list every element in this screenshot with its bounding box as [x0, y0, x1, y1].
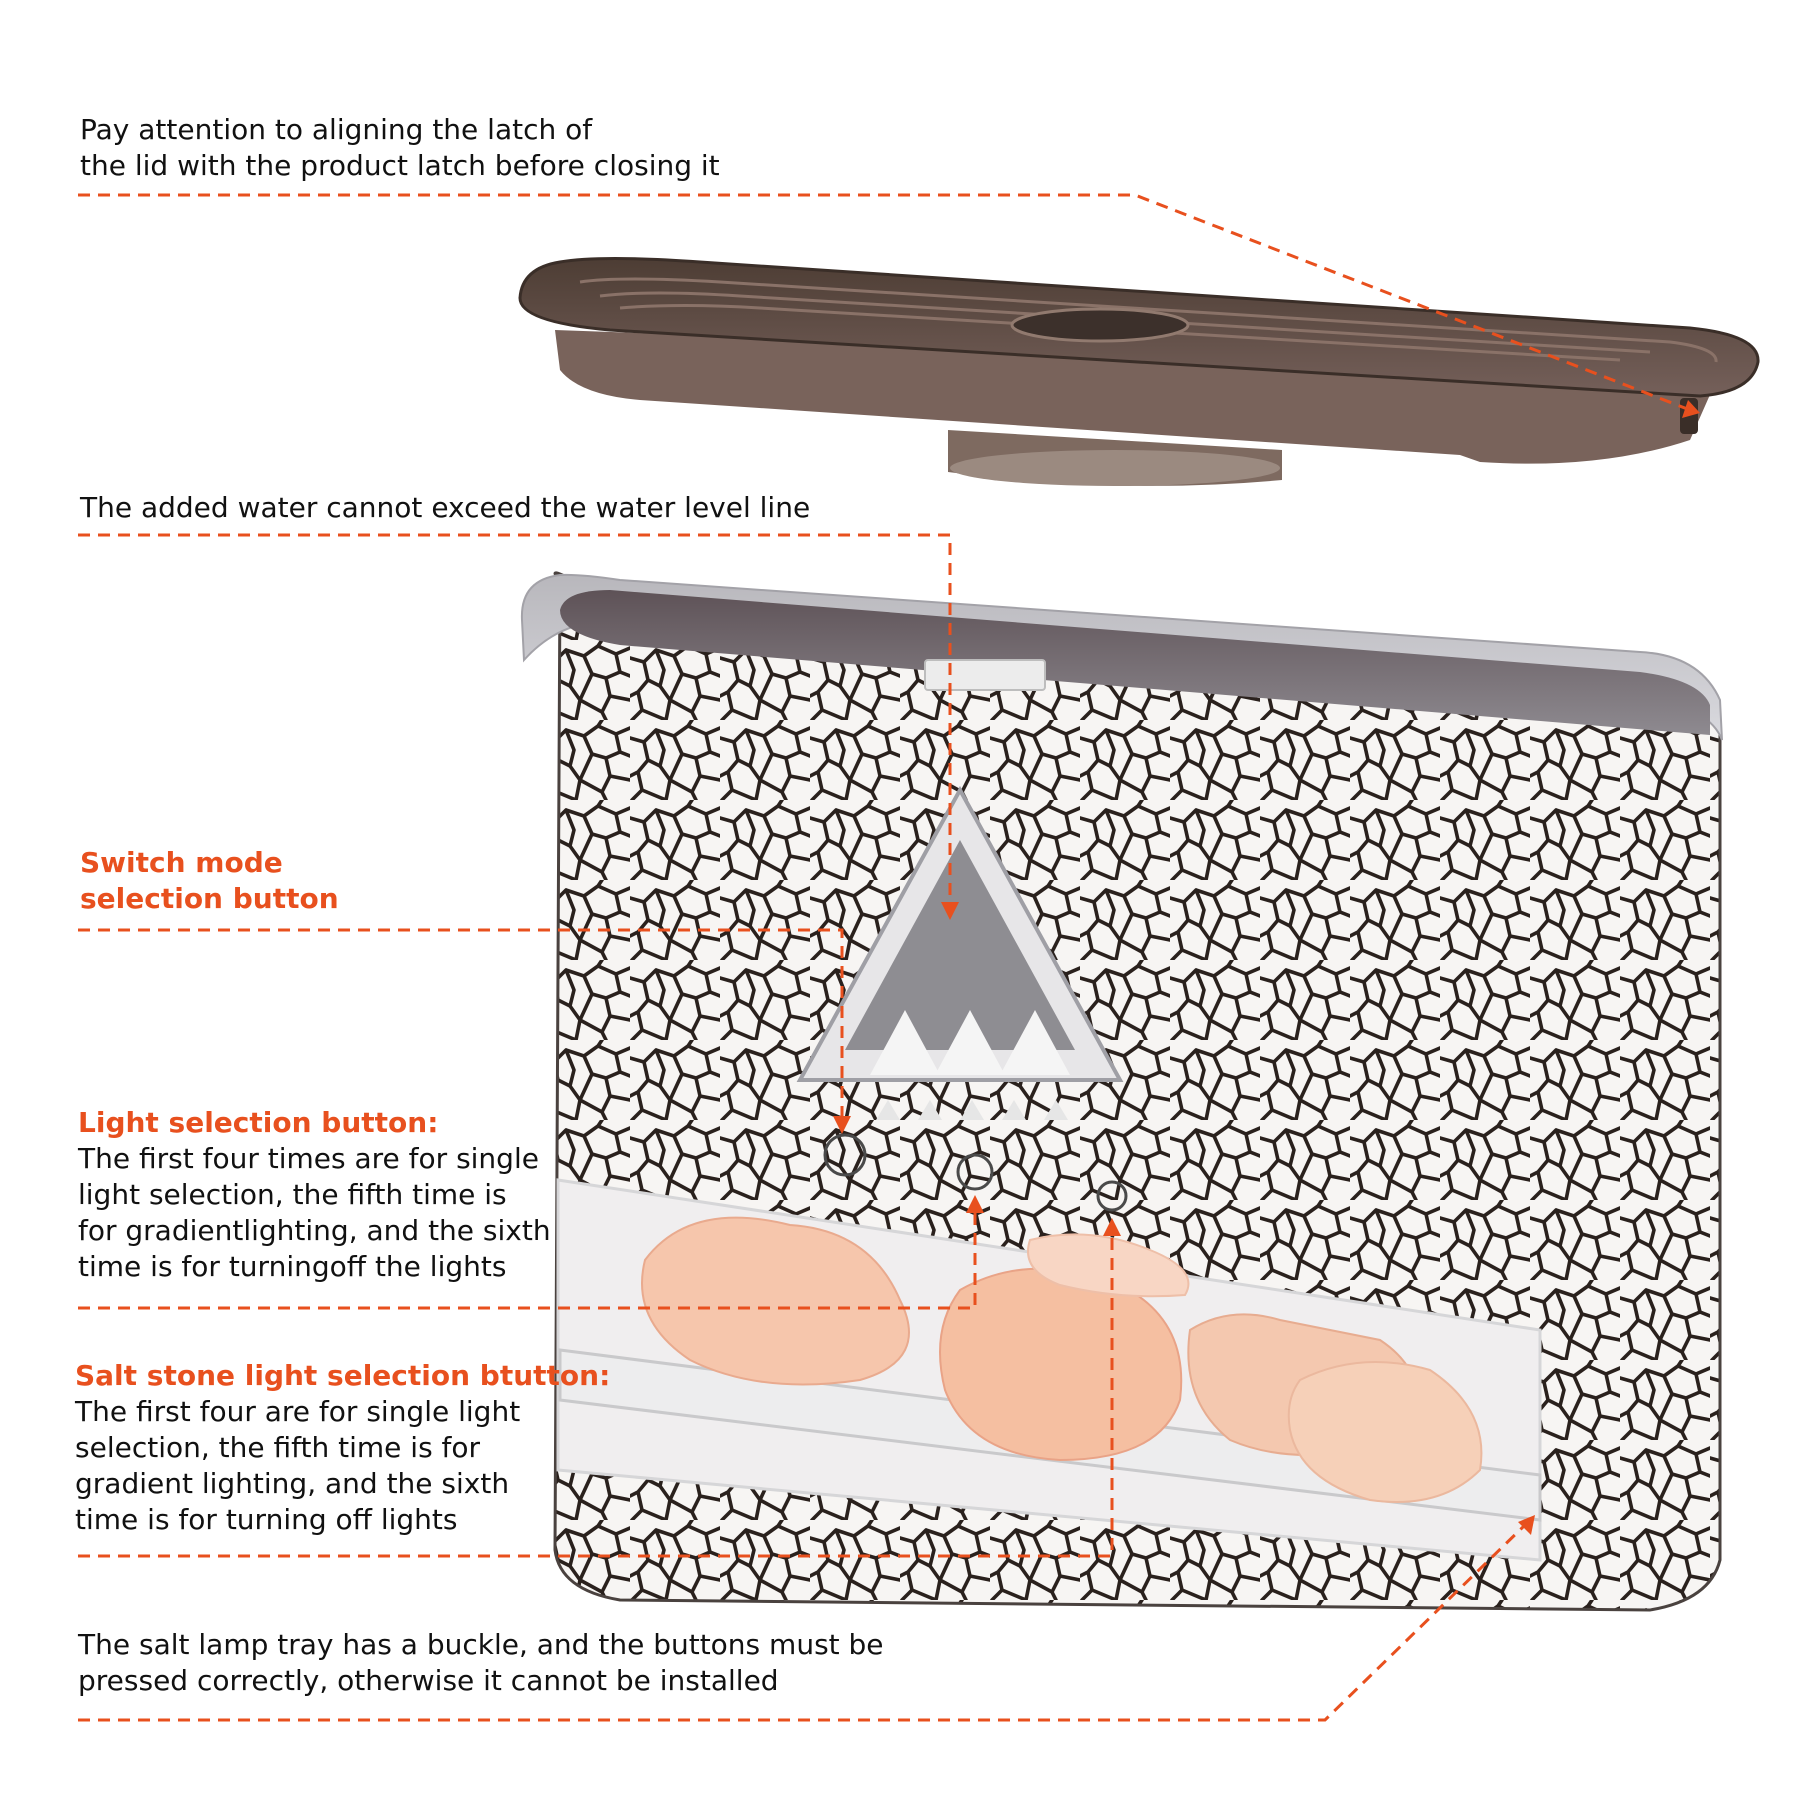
arrowhead-water-level	[941, 902, 959, 920]
switch-mode-button[interactable]	[823, 1133, 867, 1177]
salt-stone	[641, 1216, 910, 1386]
arrowhead-salt-stone	[1103, 1218, 1121, 1236]
arrowhead-light-selection	[966, 1195, 984, 1213]
callout-heading: Switch mode	[80, 846, 283, 879]
callout-text-line: The first four times are for single	[78, 1142, 539, 1175]
callout-text-line: light selection, the fifth time is	[78, 1178, 507, 1211]
lid-cylinder-bottom	[950, 450, 1280, 486]
callout-heading: selection button	[80, 882, 339, 915]
mountain-logo	[796, 785, 1124, 1120]
callout-text-line: The added water cannot exceed the water …	[80, 491, 811, 524]
diffuser-body	[520, 571, 1723, 1612]
leader-salt-stone	[78, 1232, 1114, 1558]
callout-text-line: for gradientlighting, and the sixth	[78, 1214, 551, 1247]
callout-text-line: gradient lighting, and the sixth	[75, 1467, 510, 1500]
lid	[518, 257, 1760, 486]
callout-salt-stone: Salt stone light selection btutton: The …	[75, 1358, 610, 1538]
arrowhead-tray-buckle	[1518, 1515, 1535, 1535]
callout-lid-latch: Pay attention to aligning the latch of t…	[80, 112, 720, 184]
salt-stones	[641, 1216, 1483, 1503]
callout-switch-mode: Switch mode selection button	[80, 845, 339, 917]
salt-stone	[1027, 1233, 1190, 1298]
leader-tray-buckle	[78, 1523, 1527, 1722]
callout-heading: Salt stone light selection btutton:	[75, 1359, 611, 1392]
callout-text-line: the lid with the product latch before cl…	[80, 149, 720, 182]
callout-text-line: time is for turning off lights	[75, 1503, 458, 1536]
callout-water-level: The added water cannot exceed the water …	[80, 490, 810, 526]
callout-heading: Light selection button:	[78, 1106, 439, 1139]
callout-text-line: Pay attention to aligning the latch of	[80, 113, 593, 146]
lid-ridges	[579, 277, 1718, 363]
button-group	[823, 1133, 1128, 1212]
leader-light-selection	[78, 1210, 977, 1310]
arrowhead-switch-mode	[833, 1116, 851, 1134]
callout-text-line: pressed correctly, otherwise it cannot b…	[78, 1664, 779, 1697]
callout-light-selection: Light selection button: The first four t…	[78, 1105, 551, 1285]
leader-water-level	[78, 533, 952, 905]
callout-text-line: selection, the fifth time is for	[75, 1431, 481, 1464]
callout-text-line: time is for turningoff the lights	[78, 1250, 507, 1283]
salt-stone-light-button[interactable]	[1096, 1180, 1128, 1212]
callout-arrowheads	[833, 400, 1700, 1535]
callout-tray-buckle: The salt lamp tray has a buckle, and the…	[78, 1627, 884, 1699]
lid-center-port	[1010, 307, 1190, 343]
callout-leaders	[78, 193, 1691, 1722]
leader-switch-mode	[78, 928, 844, 1120]
arrowhead-lid-latch	[1682, 400, 1700, 418]
water-tank-interior	[560, 590, 1710, 735]
callout-text-line: The first four are for single light	[75, 1395, 521, 1428]
callout-text-line: The salt lamp tray has a buckle, and the…	[78, 1628, 884, 1661]
salt-stone	[1287, 1361, 1483, 1503]
light-selection-button[interactable]	[956, 1153, 994, 1191]
water-level-tab	[924, 659, 1046, 691]
